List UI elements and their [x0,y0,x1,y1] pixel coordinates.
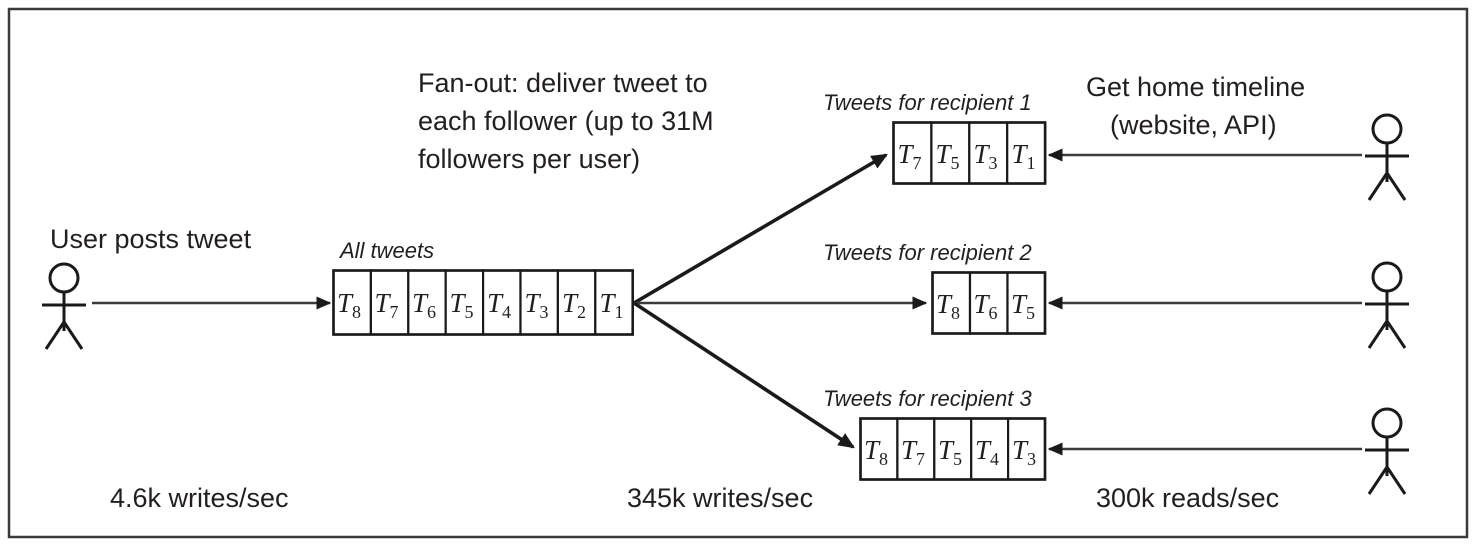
stick-figure-icon-reader-1 [1365,113,1409,201]
queue-cell-label: T7 [897,139,921,173]
queue-cell-label: T8 [337,288,361,322]
arrow-fanout-to-recipient-3 [633,301,855,449]
queue-cell-label: T5 [935,139,959,173]
queue-cell-label: T3 [1012,435,1036,469]
label-get-timeline-line1: Get home timeline [1086,72,1305,102]
queue-cell-label: T1 [599,288,623,322]
stick-figure-icon-reader-3 [1365,407,1409,495]
rate-reads: 300k reads/sec [1096,483,1279,513]
queue-all-tweets: T8 T7 T6 T5 T4 T3 T2 T1 [332,269,635,336]
queue-cell-label: T3 [973,139,997,173]
queue-cell-label: T5 [449,288,473,322]
label-recipient-2: Tweets for recipient 2 [823,240,1032,265]
label-get-timeline-line2: (website, API) [1110,110,1277,140]
stick-figure-icon-poster [42,262,86,350]
figure-frame [7,7,1469,539]
queue-recipient-1: T7 T5 T3 T1 [892,121,1047,185]
label-fanout-line1: Fan-out: deliver tweet to [418,68,708,98]
queue-cell-label: T2 [562,288,586,322]
queue-cell-label: T4 [487,288,511,322]
rate-write-in: 4.6k writes/sec [110,483,289,513]
queue-cell-label: T8 [864,435,888,469]
queue-recipient-3: T8 T7 T5 T4 T3 [859,417,1047,481]
label-all-tweets: All tweets [338,238,434,263]
queue-cell-label: T7 [901,435,925,469]
queue-cell-label: T1 [1011,139,1035,173]
queue-cell-label: T4 [975,435,999,469]
label-fanout-line2: each follower (up to 31M [418,106,714,136]
label-recipient-1: Tweets for recipient 1 [823,90,1032,115]
queue-cell-label: T3 [524,288,548,322]
queue-cell-label: T5 [938,435,962,469]
queue-cell-label: T6 [412,288,436,322]
queue-recipient-2: T8 T6 T5 [931,271,1047,335]
queue-cell-label: T7 [374,288,398,322]
stick-figure-icon-reader-2 [1365,261,1409,349]
label-recipient-3: Tweets for recipient 3 [823,386,1032,411]
rate-fanout-writes: 345k writes/sec [627,483,813,513]
queue-cell-label: T8 [936,289,960,323]
queue-cell-label: T5 [1011,289,1035,323]
arrow-fanout-to-recipient-1 [633,153,888,305]
label-fanout-line3: followers per user) [418,144,640,174]
queue-cell-label: T6 [973,289,997,323]
label-user-posts-tweet: User posts tweet [50,224,252,254]
